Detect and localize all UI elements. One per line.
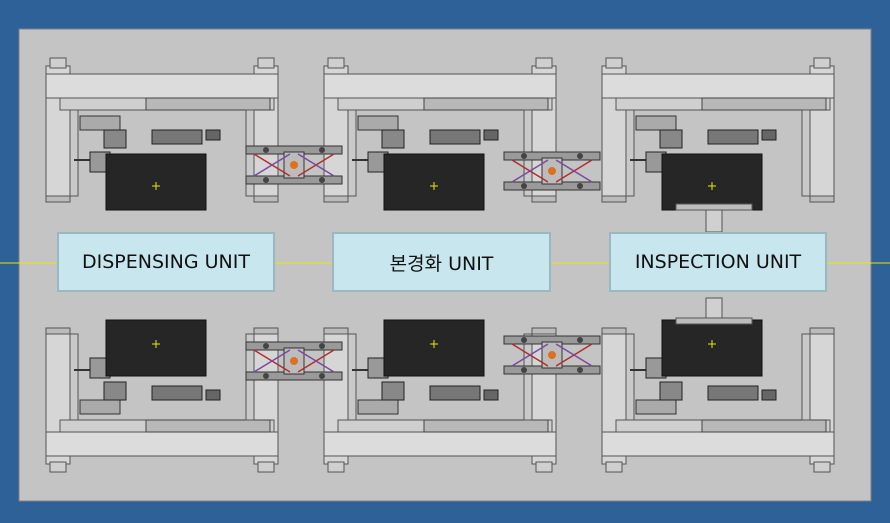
dispensing-unit-label: DISPENSING UNIT [57,232,275,292]
inspection-unit-label: INSPECTION UNIT [609,232,827,292]
inspection-connector-bottom [705,297,723,321]
curing-unit-label: 본경화 UNIT [332,232,551,292]
